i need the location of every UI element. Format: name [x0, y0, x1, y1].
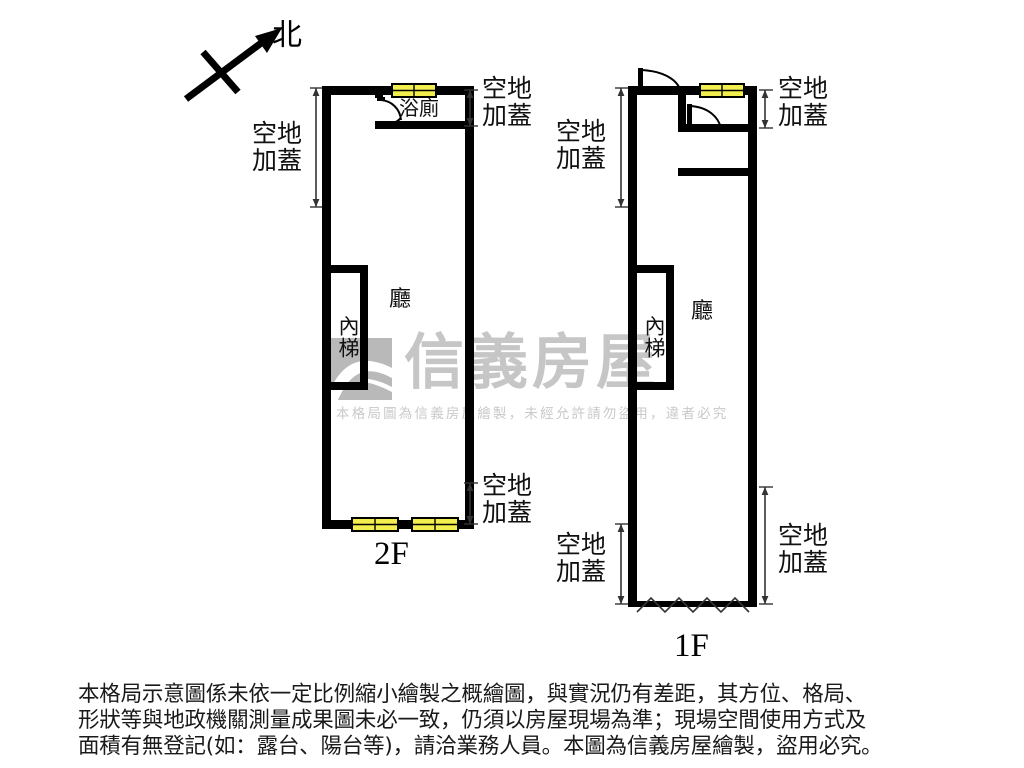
disclaimer: 本格局示意圖係未依一定比例縮小繪製之概繪圖，與實況仍有差距，其方位、格局、 形狀… [78, 682, 958, 760]
floor-1f-partition-walls [678, 86, 748, 176]
floor-1f-outline [628, 86, 757, 607]
annotation-line: 加蓋 [556, 557, 607, 586]
floor-label-2f: 2F [374, 536, 409, 572]
annotation-1f-open-space-top-left: 空地 加蓋 [556, 118, 606, 172]
annotation-2f-open-space-top-right: 空地 加蓋 [482, 75, 532, 129]
floor-1f-stairs-walls [637, 265, 674, 390]
floor-1f-open-frontage-icon [636, 596, 750, 614]
annotation-line: 空地 [556, 117, 607, 146]
window-icon [351, 517, 399, 532]
disclaimer-line-1: 本格局示意圖係未依一定比例縮小繪製之概繪圖，與實況仍有差距，其方位、格局、 [78, 682, 867, 707]
annotation-1f-open-space-bottom-right: 空地 加蓋 [778, 522, 828, 576]
room-label-2f-bathroom: 浴廁 [399, 96, 439, 120]
annotation-line: 加蓋 [252, 146, 303, 175]
annotation-2f-open-space-bottom-right: 空地 加蓋 [482, 472, 532, 526]
annotation-line: 空地 [482, 471, 533, 500]
annotation-line: 加蓋 [482, 101, 533, 130]
floor-2f-windows [351, 83, 459, 532]
room-label-2f-hall: 廳 [389, 287, 412, 312]
annotation-2f-open-space-left: 空地 加蓋 [252, 120, 302, 174]
floor-1f-windows [699, 83, 745, 98]
room-label-1f-stairs: 內梯 [642, 315, 666, 359]
window-icon [391, 83, 437, 98]
north-label: 北 [272, 18, 302, 53]
annotation-line: 加蓋 [556, 144, 607, 173]
disclaimer-line-2: 形狀等與地政機關測量成果圖未必一致，仍須以房屋現場為準；現場空間使用方式及 [78, 708, 867, 733]
floor-2f-bathroom-walls [375, 86, 466, 129]
floor-2f-dimension-lines [310, 87, 478, 525]
window-icon [699, 83, 745, 98]
annotation-1f-open-space-bottom-left: 空地 加蓋 [556, 531, 606, 585]
room-label-1f-hall: 廳 [691, 299, 714, 324]
floor-1f-entry-door-icon [638, 68, 684, 93]
floor-label-1f: 1F [674, 628, 709, 664]
annotation-line: 空地 [556, 530, 607, 559]
north-arrow-icon [183, 28, 282, 102]
floor-1f-dimension-lines [615, 87, 773, 605]
annotation-line: 空地 [252, 119, 303, 148]
floor-2f-stairs-walls [331, 265, 368, 390]
floor-2f-bathroom-door-icon [377, 97, 402, 128]
annotation-line: 加蓋 [482, 498, 533, 527]
window-icon [411, 517, 459, 532]
annotation-1f-open-space-top-right: 空地 加蓋 [778, 75, 828, 129]
annotation-line: 空地 [482, 74, 533, 103]
floor-1f-room-door-icon [687, 104, 726, 130]
annotation-line: 加蓋 [778, 548, 829, 577]
room-label-2f-stairs: 內梯 [336, 315, 360, 359]
annotation-line: 空地 [778, 521, 829, 550]
disclaimer-line-3: 面積有無登記(如：露台、陽台等)，請洽業務人員。本圖為信義房屋繪製，盜用必究。 [78, 734, 883, 759]
annotation-line: 空地 [778, 74, 829, 103]
annotation-line: 加蓋 [778, 101, 829, 130]
